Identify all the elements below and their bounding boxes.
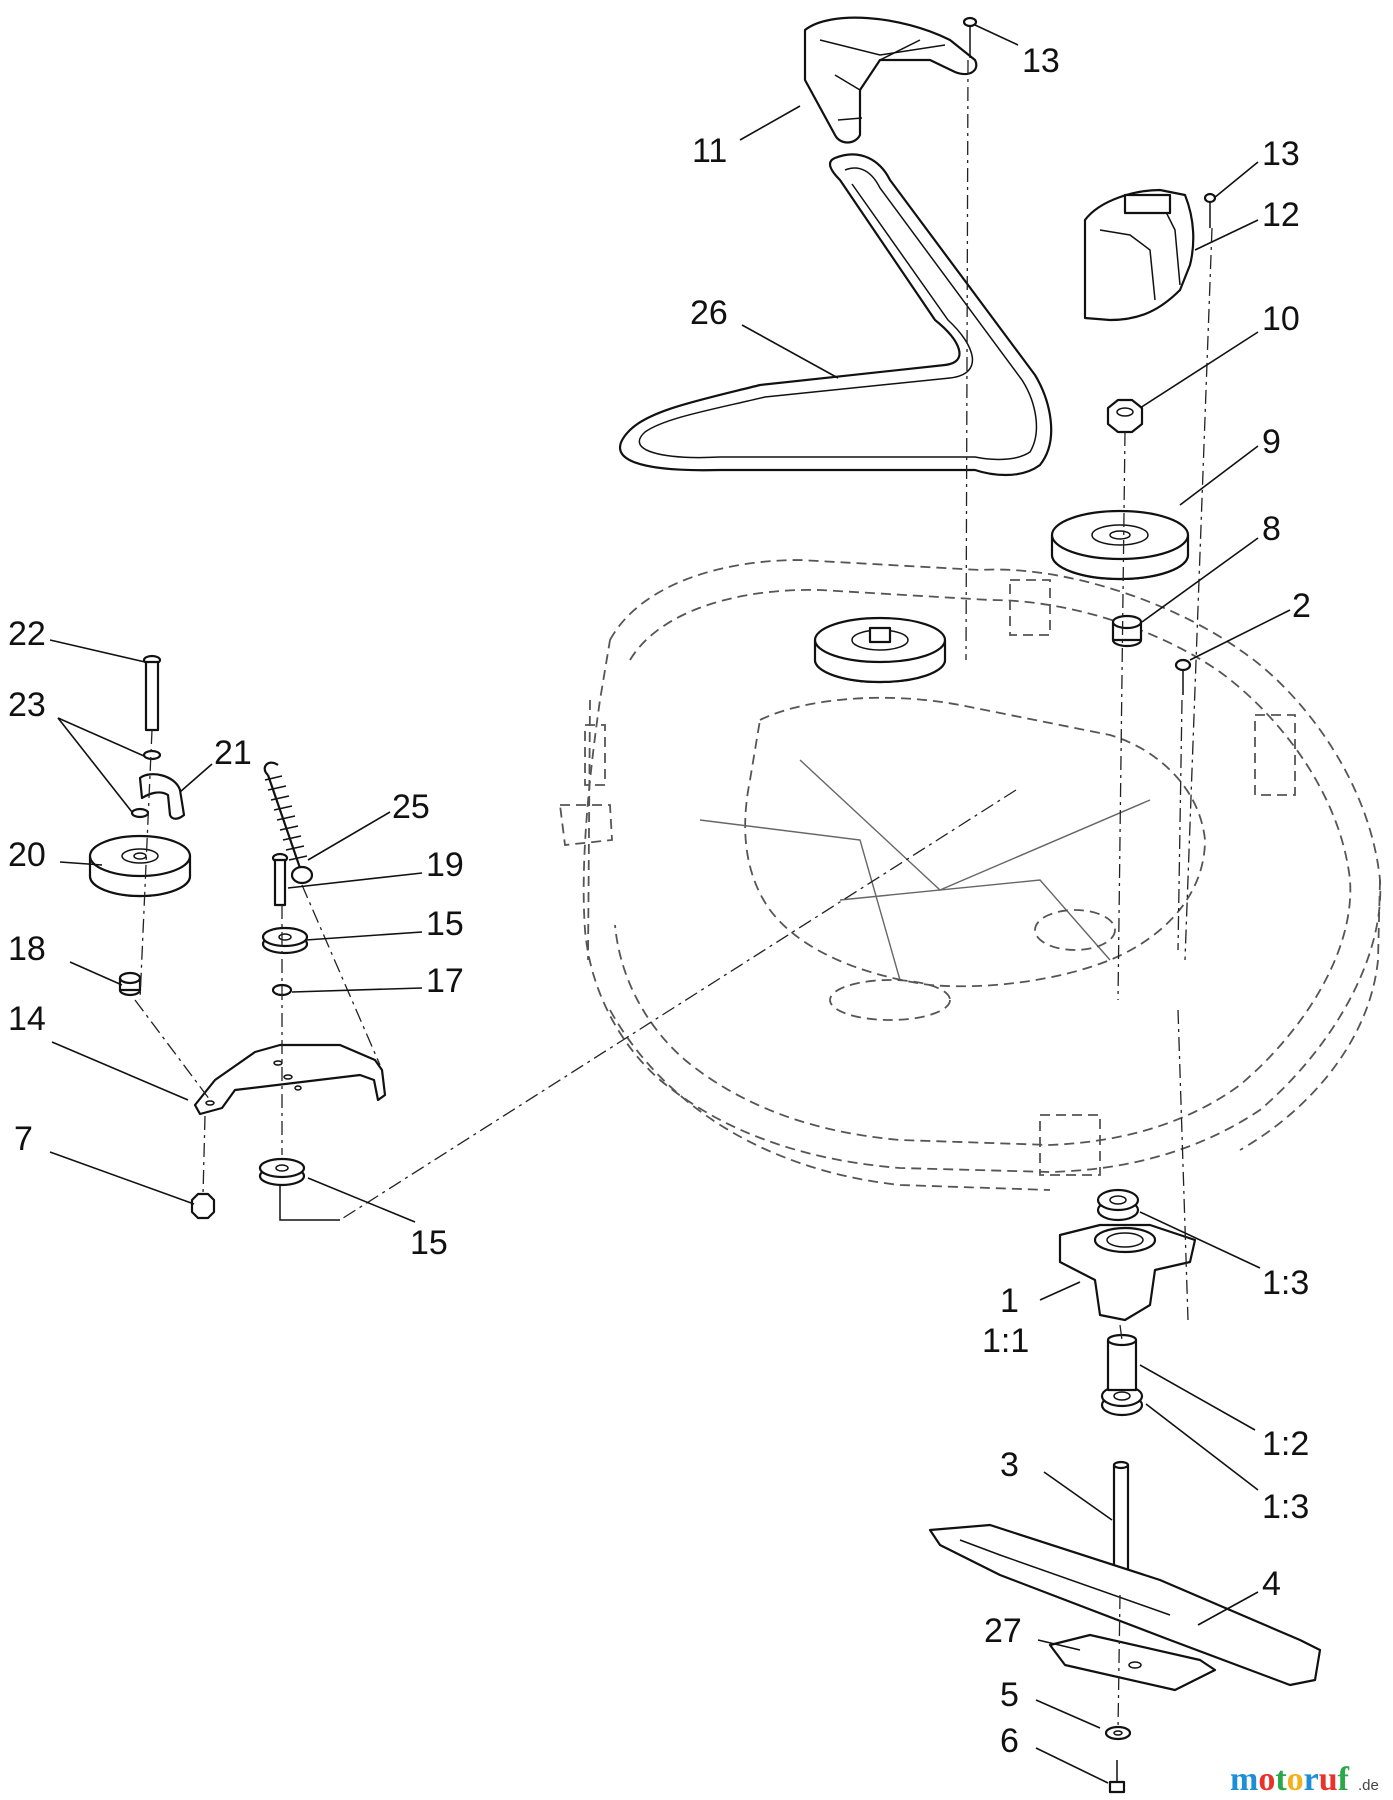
callout-18: 18 — [8, 930, 46, 968]
callout-5: 5 — [1000, 1676, 1019, 1714]
callout-1-1: 1:1 — [982, 1322, 1029, 1360]
callout-27: 27 — [984, 1612, 1022, 1650]
leader-lines — [49, 24, 1291, 1784]
blade-stiffener — [1048, 1633, 1217, 1692]
deck-spindle-pulley — [813, 616, 947, 684]
callout-11: 11 — [692, 132, 727, 170]
blade-washer — [1104, 1725, 1132, 1741]
mower-blade — [928, 1523, 1322, 1687]
belt-cover-left — [803, 16, 978, 144]
idler-arm — [193, 1043, 387, 1116]
bolt — [1174, 658, 1192, 695]
callout-14: 14 — [8, 1000, 46, 1038]
idler-bolt — [142, 654, 162, 732]
hex-nut — [1106, 398, 1144, 434]
callout-1-3-upper: 1:3 — [1262, 1264, 1309, 1302]
callout-22: 22 — [8, 615, 46, 653]
idler-bracket — [138, 773, 186, 820]
drive-belt — [618, 153, 1053, 477]
callout-3: 3 — [1000, 1446, 1019, 1484]
blade-bolt — [1108, 1760, 1126, 1794]
assembly-lines — [134, 59, 1213, 1731]
callout-23: 23 — [8, 686, 46, 724]
callout-13-right: 13 — [1262, 135, 1300, 173]
screw-13-top — [962, 16, 978, 58]
screw-13-right — [1203, 192, 1217, 228]
belt-cover-right — [1083, 188, 1195, 322]
washer-23-lower — [130, 807, 150, 819]
callout-15-lower: 15 — [410, 1224, 448, 1262]
callout-2: 2 — [1292, 587, 1311, 625]
washer-15-upper — [261, 926, 309, 955]
idler-spacer — [118, 971, 142, 997]
callout-20: 20 — [8, 836, 46, 874]
callout-15-upper: 15 — [426, 905, 464, 943]
extension-spring — [263, 761, 314, 885]
watermark-logo: motoruf .de — [1230, 1761, 1379, 1798]
callout-21: 21 — [214, 734, 252, 772]
callout-4: 4 — [1262, 1565, 1281, 1603]
watermark-brand: motoruf — [1230, 1761, 1350, 1798]
spindle-housing — [1058, 1223, 1197, 1322]
spindle-pulley — [1050, 509, 1190, 581]
washer-15-lower — [258, 1157, 306, 1187]
callout-1: 1 — [1000, 1282, 1019, 1320]
callout-12: 12 — [1262, 196, 1300, 234]
lock-nut — [190, 1192, 216, 1220]
callout-8: 8 — [1262, 510, 1281, 548]
mower-deck-housing — [558, 559, 1382, 1191]
callout-19: 19 — [426, 846, 464, 884]
callout-13-top: 13 — [1022, 42, 1060, 80]
callout-26: 26 — [690, 294, 728, 332]
callout-10: 10 — [1262, 300, 1300, 338]
callout-1-2: 1:2 — [1262, 1425, 1309, 1463]
shoulder-bolt — [271, 852, 289, 907]
idler-pulley — [88, 834, 192, 898]
watermark-tld: .de — [1358, 1777, 1379, 1794]
callout-17: 17 — [426, 962, 464, 1000]
callout-9: 9 — [1262, 423, 1281, 461]
callout-1-3-lower: 1:3 — [1262, 1488, 1309, 1526]
callout-labels: 13 11 13 12 26 10 9 8 2 22 23 21 25 20 1… — [8, 42, 1311, 1760]
bearing-upper — [1096, 1188, 1140, 1222]
spindle-tube — [1106, 1333, 1138, 1392]
callout-25: 25 — [392, 788, 430, 826]
callout-7: 7 — [14, 1120, 33, 1158]
washer-23-upper — [142, 749, 162, 761]
spacer-bushing — [1111, 614, 1143, 648]
callout-6: 6 — [1000, 1722, 1019, 1760]
